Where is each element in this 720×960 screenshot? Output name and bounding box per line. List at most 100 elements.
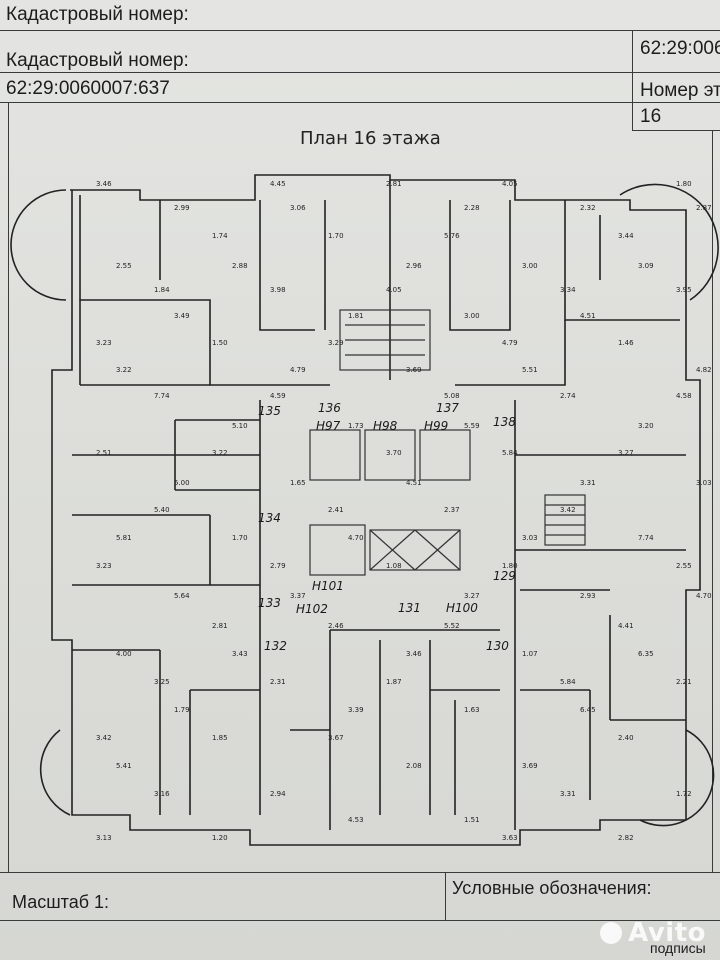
- dimension-value: 5.84: [502, 449, 518, 457]
- cadastral-label-top: Кадастровый номер:: [6, 4, 189, 25]
- table-line: [0, 72, 720, 73]
- dimension-value: 2.51: [96, 449, 112, 457]
- dimension-value: 5.52: [444, 622, 460, 630]
- dimension-value: 3.37: [290, 592, 306, 600]
- dimension-value: 4.70: [696, 592, 712, 600]
- dimension-value: 2.55: [676, 562, 692, 570]
- room-label: 138: [493, 415, 516, 429]
- shaft-label: Н99: [424, 419, 448, 433]
- dimension-value: 3.20: [638, 422, 654, 430]
- dimension-value: 4.58: [676, 392, 692, 400]
- dimension-value: 3.42: [96, 734, 112, 742]
- room-label: 136: [318, 401, 341, 415]
- dimension-value: 5.08: [444, 392, 460, 400]
- floor-plan-drawing: 135 136 137 138 134 133 132 131 130 129 …: [10, 174, 719, 846]
- dimension-value: 2.94: [270, 790, 286, 798]
- shaft-label: Н98: [373, 419, 398, 433]
- dimension-value: 1.51: [464, 816, 480, 824]
- room-label: 131: [398, 601, 421, 615]
- dimension-value: 1.87: [386, 678, 402, 686]
- dimension-value: 7.74: [154, 392, 170, 400]
- room-label: 130: [486, 639, 509, 653]
- plan-title: План 16 этажа: [300, 128, 441, 149]
- corner-bay-bottom-right: [639, 729, 715, 827]
- dimension-value: 3.22: [116, 366, 132, 374]
- dimension-value: 3.70: [386, 449, 402, 457]
- table-line: [632, 130, 720, 131]
- dimension-value: 1.73: [348, 422, 364, 430]
- dimension-value: 1.79: [174, 706, 190, 714]
- corner-bay-top-left: [10, 189, 67, 301]
- dimension-value: 3.44: [618, 232, 634, 240]
- dimension-value: 2.74: [560, 392, 576, 400]
- legend-label: Условные обозначения:: [452, 878, 652, 898]
- dimension-value: 4.05: [502, 180, 518, 188]
- dimension-value: 3.46: [406, 650, 422, 658]
- dimension-value: 1.65: [290, 479, 306, 487]
- dimension-value: 3.25: [154, 678, 170, 686]
- dimension-value: 3.69: [406, 366, 422, 374]
- dimension-value: 3.03: [696, 479, 712, 487]
- scale-label: Масштаб 1:: [12, 892, 110, 912]
- dimension-value: 5.00: [174, 479, 190, 487]
- dimension-value: 2.99: [174, 204, 190, 212]
- table-line: [0, 920, 720, 921]
- dimension-value: 2.28: [464, 204, 480, 212]
- cadastral-number: 62:29:0060007:637: [6, 78, 170, 99]
- dimension-value: 1.70: [328, 232, 344, 240]
- dimension-value: 3.43: [232, 650, 248, 658]
- dimension-value: 1.46: [618, 339, 634, 347]
- dimension-value: 3.09: [638, 262, 654, 270]
- dimension-value: 4.59: [270, 392, 286, 400]
- dimension-value: 2.81: [386, 180, 402, 188]
- room-label: 134: [258, 511, 281, 525]
- dimension-value: 3.13: [96, 834, 112, 842]
- dimension-value: 3.31: [580, 479, 596, 487]
- dimension-value: 1.20: [212, 834, 228, 842]
- room-label: 137: [436, 401, 459, 415]
- dimension-value: 2.31: [270, 678, 286, 686]
- dimension-value: 3.22: [212, 449, 228, 457]
- dimension-value: 6.35: [638, 650, 654, 658]
- dimension-value: 3.31: [560, 790, 576, 798]
- dimension-value: 3.27: [618, 449, 634, 457]
- dimension-value: 3.27: [464, 592, 480, 600]
- dimension-value: 1.80: [676, 180, 692, 188]
- dimension-value: 5.51: [522, 366, 538, 374]
- dimension-value: 5.84: [560, 678, 576, 686]
- table-line: [445, 872, 446, 920]
- table-line: [8, 102, 9, 872]
- dimension-value: 1.08: [386, 562, 402, 570]
- dimension-value: 5.76: [444, 232, 460, 240]
- dimension-value: 2.96: [406, 262, 422, 270]
- dimension-value: 1.70: [232, 534, 248, 542]
- shaft-label: Н100: [446, 601, 478, 615]
- dimension-value: 3.69: [522, 762, 538, 770]
- dimension-value: 3.98: [270, 286, 286, 294]
- corner-bay-top-right: [619, 183, 719, 301]
- dimension-value: 4.51: [406, 479, 422, 487]
- dimension-value: 3.95: [676, 286, 692, 294]
- dimension-value: 2.37: [444, 506, 460, 514]
- table-line: [632, 30, 633, 130]
- dimension-value: 5.59: [464, 422, 480, 430]
- dimension-value: 4.41: [618, 622, 634, 630]
- dimension-value: 2.32: [580, 204, 596, 212]
- table-line: [712, 130, 713, 872]
- dimension-value: 2.82: [618, 834, 634, 842]
- dimension-value: 1.85: [212, 734, 228, 742]
- dimension-value: 1.81: [348, 312, 364, 320]
- dimension-value: 3.23: [96, 562, 112, 570]
- room-label: 133: [258, 596, 281, 610]
- dimension-value: 1.72: [676, 790, 692, 798]
- cadastral-number-right: 62:29:006: [640, 38, 720, 59]
- dimension-value: 1.07: [522, 650, 538, 658]
- room-label: 129: [493, 569, 516, 583]
- dimension-value: 3.23: [96, 339, 112, 347]
- dimension-value: 5.81: [116, 534, 132, 542]
- dimension-value: 2.46: [328, 622, 344, 630]
- dimension-value: 4.51: [580, 312, 596, 320]
- dimension-value: 1.63: [464, 706, 480, 714]
- dimension-value: 2.87: [696, 204, 712, 212]
